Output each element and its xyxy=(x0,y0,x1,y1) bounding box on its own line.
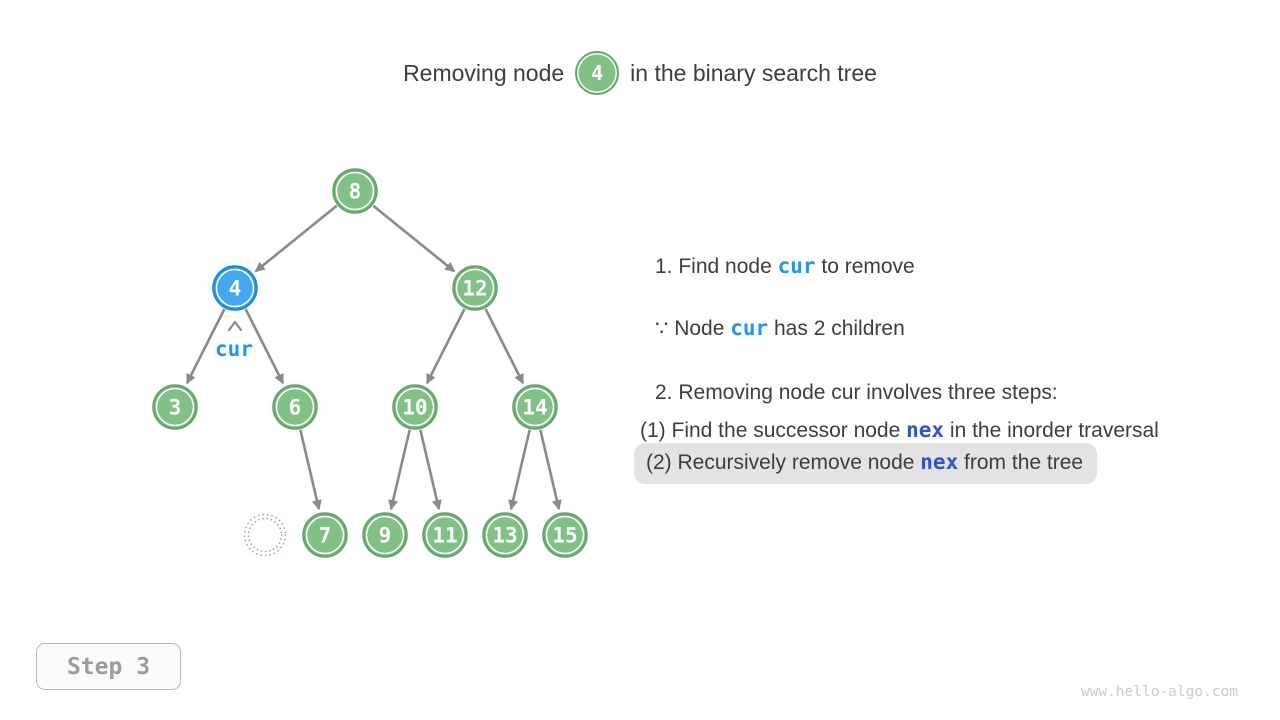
tree-edge-10-9 xyxy=(388,429,411,511)
line2-text: ∵ Node xyxy=(655,317,731,340)
tree-node-8: 8 xyxy=(332,168,378,214)
tree-node-14: 14 xyxy=(512,384,558,430)
tree-node-value: 4 xyxy=(229,277,242,301)
tree-edge-6-7 xyxy=(299,429,322,511)
cur-keyword: cur xyxy=(777,254,816,278)
tree-labels: cur xyxy=(215,320,253,361)
line2-text-2: has 2 children xyxy=(768,317,905,340)
title-highlight-node: 4 xyxy=(575,51,620,95)
tree-node-3: 3 xyxy=(152,384,198,430)
nex-keyword: nex xyxy=(920,450,959,474)
tree-node-7: 7 xyxy=(302,512,348,558)
tree-node-value: 11 xyxy=(432,524,457,548)
tree-edge-8-4 xyxy=(254,204,338,273)
line4-text-2: in the inorder traversal xyxy=(944,419,1159,442)
tree-node-6: 6 xyxy=(272,384,318,430)
tree-node-value: 7 xyxy=(319,524,332,548)
tree-node-value: 9 xyxy=(379,524,392,548)
tree-node-value: 8 xyxy=(349,180,362,204)
tree-edge-4-3 xyxy=(185,308,226,385)
explanation-line-3: 2. Removing node cur involves three step… xyxy=(655,380,1058,406)
tree-edges xyxy=(185,204,562,511)
tree-edge-14-13 xyxy=(508,429,531,511)
step-badge-label: Step 3 xyxy=(66,653,151,680)
tree-node-11: 11 xyxy=(422,512,468,558)
tree-node-4: 4 xyxy=(212,265,258,311)
title-prefix: Removing node xyxy=(403,59,565,86)
line5-text: (2) Recursively remove node xyxy=(646,451,921,474)
step-badge: Step 3 xyxy=(36,643,181,690)
explanation-line-2: ∵ Node cur has 2 children xyxy=(655,315,905,342)
line5-text-2: from the tree xyxy=(958,451,1084,474)
tree-edge-12-14 xyxy=(484,308,525,385)
tree-node-value: 13 xyxy=(492,524,517,548)
tree-node-value: 10 xyxy=(402,396,427,420)
line1-text-2: to remove xyxy=(815,255,915,278)
cur-pointer-arrow-icon xyxy=(227,320,243,332)
tree-node-9: 9 xyxy=(362,512,408,558)
removed-node-placeholder xyxy=(243,513,287,557)
tree-node-value: 3 xyxy=(169,396,182,420)
tree-node-12: 12 xyxy=(452,265,498,311)
cur-pointer-label: cur xyxy=(215,337,253,361)
line4-text: (1) Find the successor node xyxy=(640,419,907,442)
tree-node-value: 14 xyxy=(522,396,547,420)
figure-title: Removing node 4 in the binary search tre… xyxy=(0,50,1280,96)
explanation-line-4: (1) Find the successor node nex in the i… xyxy=(640,417,1159,444)
line1-text: 1. Find node xyxy=(655,255,778,278)
tree-edge-10-11 xyxy=(419,429,442,511)
tree-edge-4-6 xyxy=(244,308,285,385)
tree-node-10: 10 xyxy=(392,384,438,430)
watermark-url: www.hello-algo.com xyxy=(1080,684,1238,700)
line3-text: 2. Removing node cur involves three step… xyxy=(655,381,1058,404)
tree-edge-8-12 xyxy=(372,204,456,273)
nex-keyword: nex xyxy=(906,418,945,442)
title-node-value: 4 xyxy=(591,61,604,85)
explanation-line-5-highlighted: (2) Recursively remove node nex from the… xyxy=(634,443,1098,484)
tree-node-value: 15 xyxy=(552,524,577,548)
tree-node-value: 6 xyxy=(289,396,302,420)
tree-node-15: 15 xyxy=(542,512,588,558)
tree-nodes: 8 4 12 3 6 10 14 7 9 11 13 15 xyxy=(152,168,588,558)
tree-edge-14-15 xyxy=(539,429,562,511)
cur-keyword: cur xyxy=(730,316,769,340)
explanation-line-1: 1. Find node cur to remove xyxy=(655,253,915,280)
tree-edge-12-10 xyxy=(425,308,466,385)
tree-node-13: 13 xyxy=(482,512,528,558)
tree-node-value: 12 xyxy=(462,277,487,301)
title-suffix: in the binary search tree xyxy=(630,59,877,86)
